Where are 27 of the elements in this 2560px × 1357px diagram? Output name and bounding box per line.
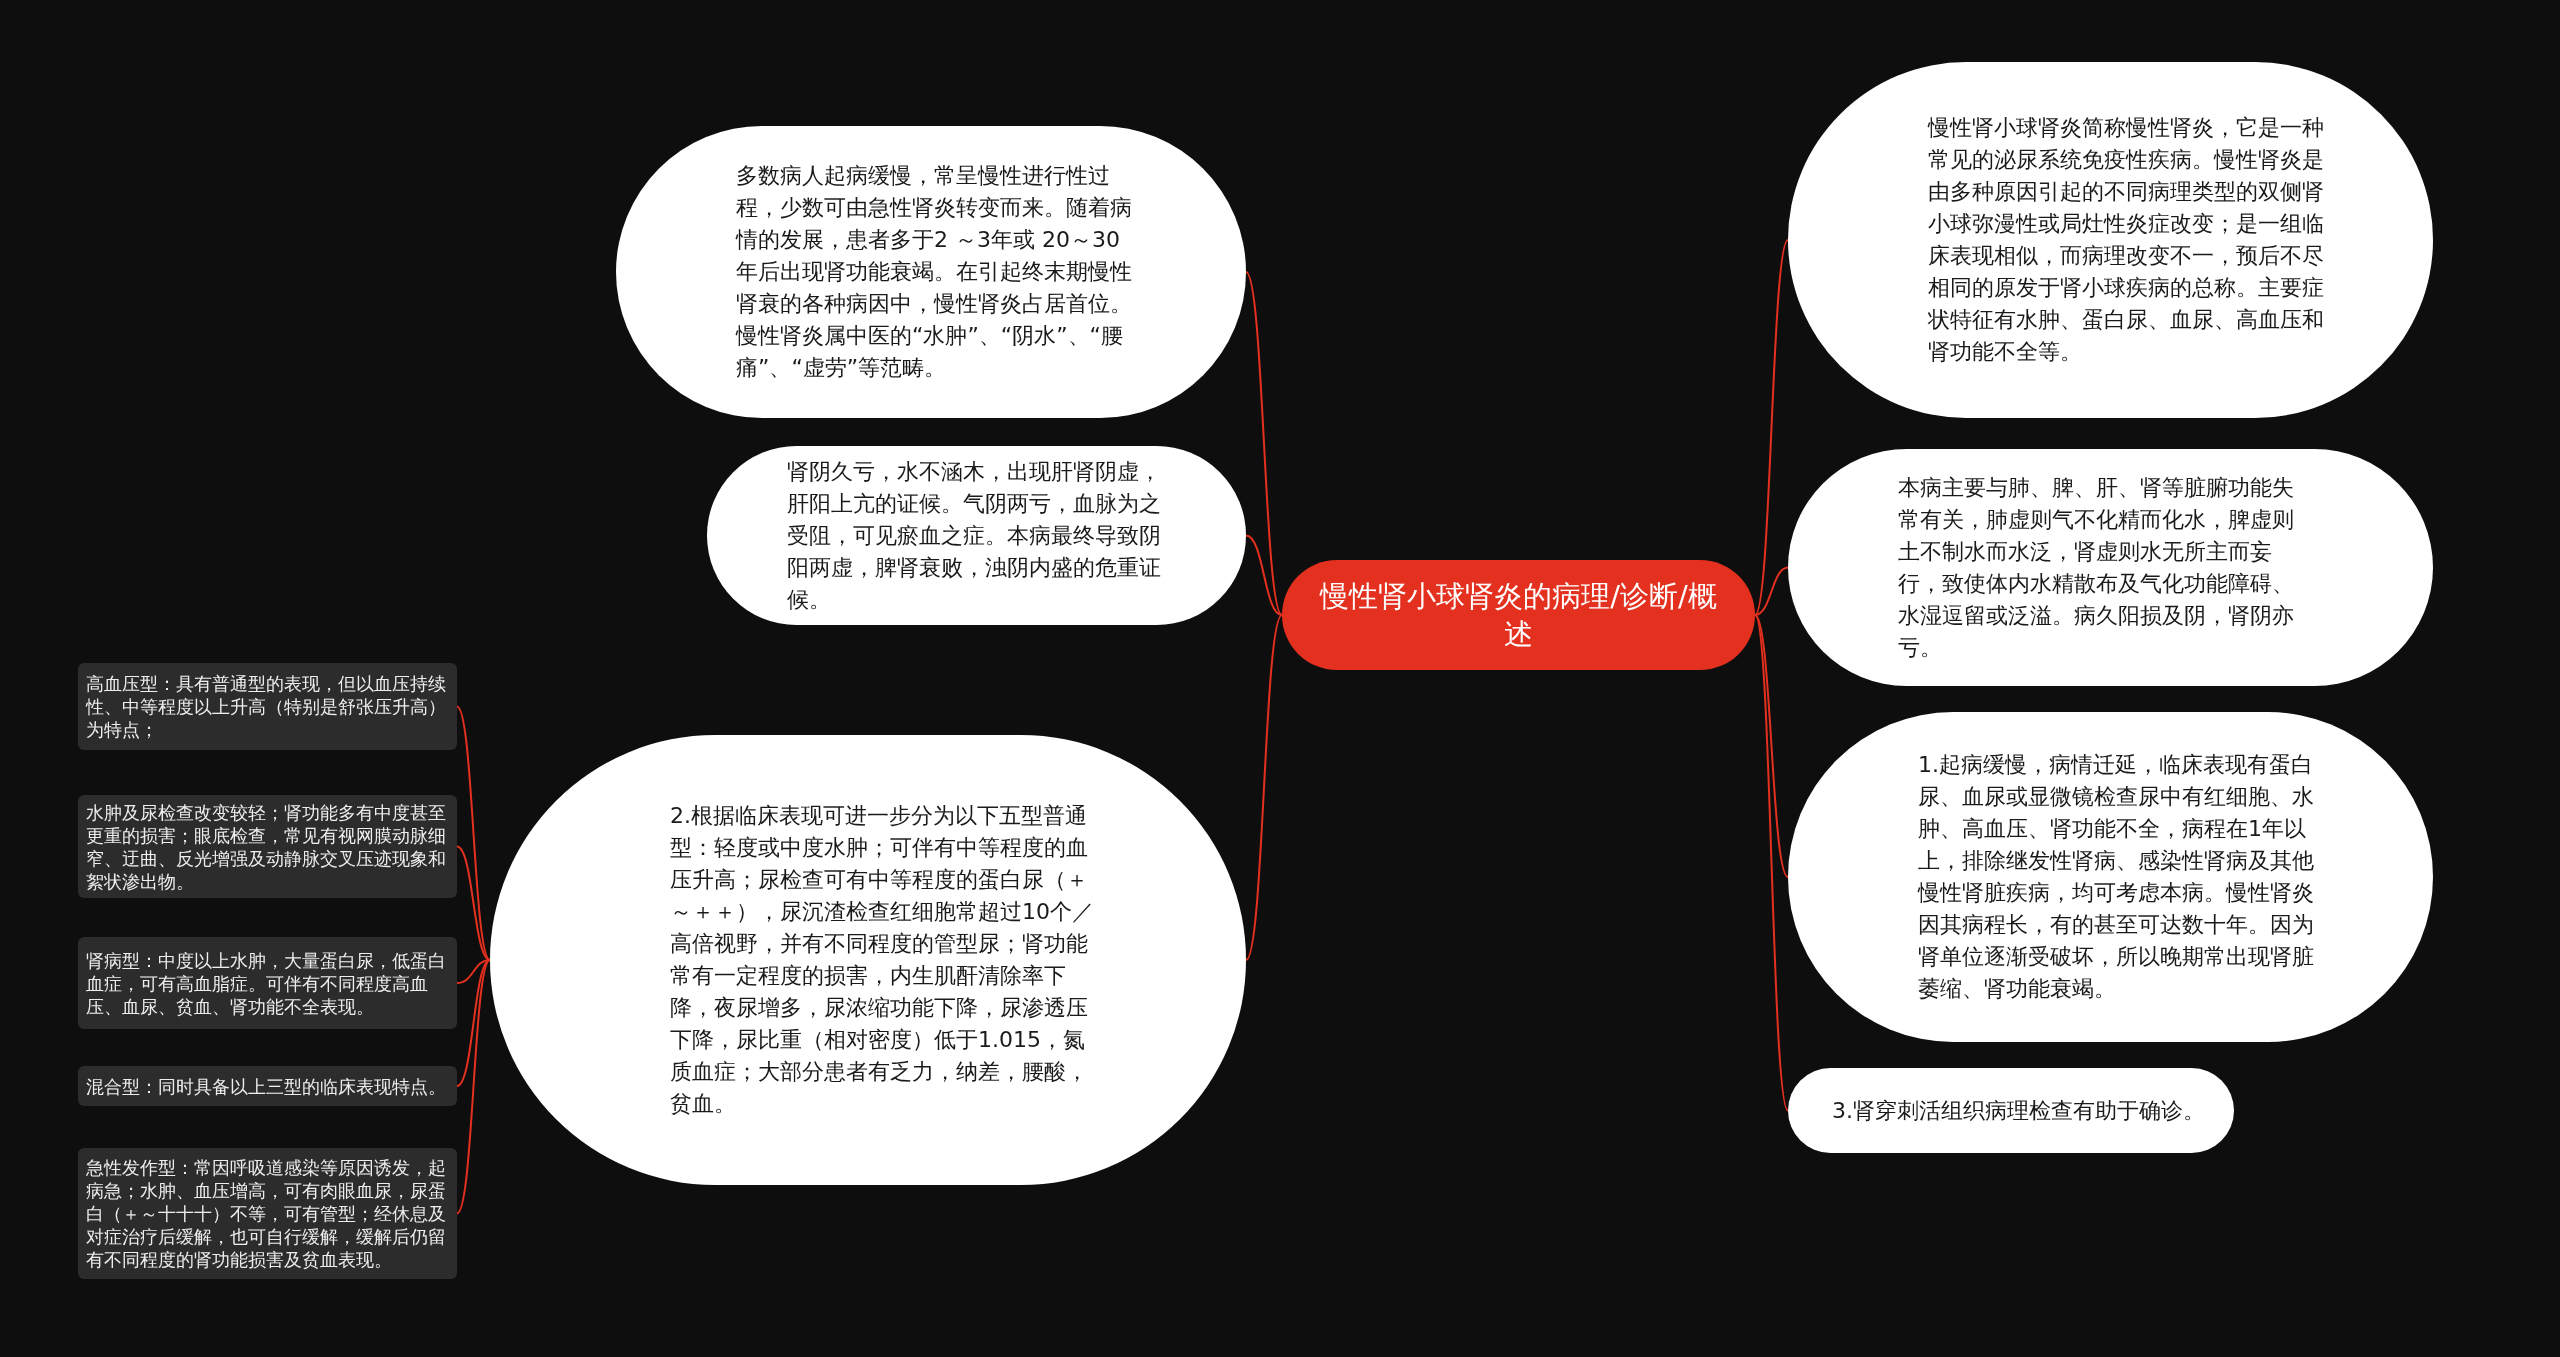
topic-text: 肾病型：中度以上水肿，大量蛋白尿，低蛋白血症，可有高血脂症。可伴有不同程度高血压、血尿、贫血、肾功能不全表现。 — [86, 948, 447, 1018]
topic-text: 肾阴久亏，水不涵木，出现肝肾阴虚，肝阳上亢的证候。气阴两亏，血脉为之受阻，可见瘀血之症。本病最终导致阴阳两虚，脾肾衰败，浊阴内盛的危重证候。 — [787, 457, 1162, 614]
connector-line — [456, 845, 491, 961]
connector-line — [1245, 614, 1283, 961]
topic-text: 3.肾穿刺活组织病理检查有助于确诊。 — [1832, 1096, 2206, 1125]
connector-line — [1245, 271, 1283, 616]
connector-line — [1754, 239, 1789, 616]
connector-line — [456, 959, 491, 1087]
subtopic-card — [78, 1148, 457, 1279]
topic-text: 慢性肾小球肾炎简称慢性肾炎，它是一种常见的泌尿系统免疫性疾病。慢性肾炎是由多种原因引起的不同病理类型的双侧肾小球弥漫性或局灶性炎症改变；是一组临床表现相似，而病理改变不一，预后不尽相同的原发于肾小球疾病的总称。主要症状特征有水肿、蛋白尿、血尿、高血压和肾功能不全等。 — [1928, 114, 2325, 366]
connector-line — [456, 705, 491, 961]
topic-text: 2.根据临床表现可进一步分为以下五型普通型：轻度或中度水肿；可伴有中等程度的血压升高；尿检查可有中等程度的蛋白尿（＋～＋＋），尿沉渣检查红细胞常超过10个／高倍视野，并有不同程度的管型尿；肾功能常有一定程度的损害，内生肌酐清除率下降，夜尿增多，尿浓缩功能下降，尿渗透压下降，尿比重（相对密度）低于1.015，氮质血症；大部分患者有乏力，纳差，腰酸，贫血。 — [670, 802, 1095, 1118]
topic-text: 混合型：同时具备以上三型的临床表现特点。 — [86, 1074, 447, 1098]
subtopic-card — [78, 937, 457, 1029]
subtopic-card — [78, 1066, 457, 1106]
topic-text: 急性发作型：常因呼吸道感染等原因诱发，起病急；水肿、血压增高，可有肉眼血尿，尿蛋白（＋～十十十）不等，可有管型；经休息及对症治疗后缓解，也可自行缓解，缓解后仍留有不同程度的肾功能损害及贫血表现。 — [86, 1156, 447, 1271]
topic-text: 高血压型：具有普通型的表现，但以血压持续性、中等程度以上升高（特别是舒张压升高）为特点； — [86, 672, 447, 741]
subtopic-card — [78, 663, 457, 750]
connector-line — [456, 959, 491, 1215]
connector-line — [1245, 534, 1283, 616]
topic-text: 慢性肾小球肾炎的病理/诊断/概述 — [1318, 578, 1718, 653]
topic-text: 多数病人起病缓慢，常呈慢性进行性过程，少数可由急性肾炎转变而来。随着病情的发展，患者多于2 ～3年或 20～30年后出现肾功能衰竭。在引起终末期慢性肾衰的各种病因中，慢性肾炎占居首位。慢性肾炎属中医的“水肿”、“阴水”、“腰痛”、“虚劳”等范畴。 — [736, 162, 1133, 382]
topic-text: 水肿及尿检查改变较轻；肾功能多有中度甚至更重的损害；眼底检查，常见有视网膜动脉细窄、迂曲、反光增强及动静脉交叉压迹现象和絮状渗出物。 — [86, 800, 447, 893]
topic-text: 本病主要与肺、脾、肝、肾等脏腑功能失常有关，肺虚则气不化精而化水，脾虚则土不制水而水泛，肾虚则水无所主而妄行，致使体内水精散布及气化功能障碍、水湿逗留或泛溢。病久阳损及阴，肾阴亦亏。 — [1898, 473, 2295, 662]
connector-line — [1754, 614, 1789, 878]
connector-line — [1754, 566, 1789, 616]
topic-text: 1.起病缓慢，病情迁延，临床表现有蛋白尿、血尿或显微镜检查尿中有红细胞、水肿、高血压、肾功能不全，病程在1年以上，排除继发性肾病、感染性肾病及其他慢性肾脏疾病，均可考虑本病。慢性肾炎因其病程长，有的甚至可达数十年。因为肾单位逐渐受破坏，所以晚期常出现肾脏萎缩、肾功能衰竭。 — [1918, 751, 2315, 1003]
